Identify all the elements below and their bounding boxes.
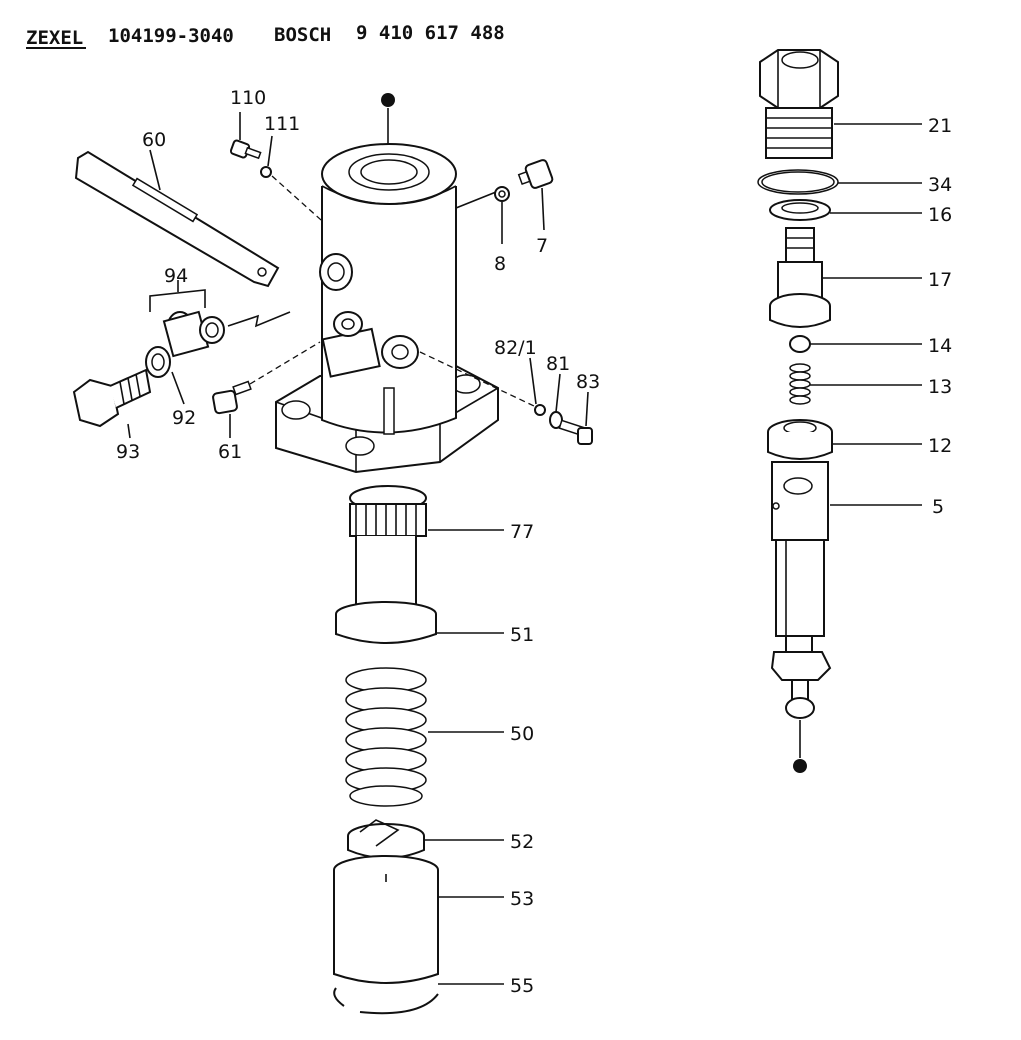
part-8-washer (494, 186, 510, 244)
label-21: 21 (928, 115, 952, 137)
label-94: 94 (164, 265, 188, 287)
part-16-gasket (769, 199, 922, 221)
part-60-lever (74, 149, 280, 288)
label-12: 12 (928, 435, 952, 457)
header-maker: ZEXEL (26, 27, 83, 49)
part-53-tappet (333, 855, 504, 984)
part-12-valve-seat (767, 419, 922, 460)
part-83-screw (419, 351, 593, 445)
label-14: 14 (928, 335, 952, 357)
part-7-screw (517, 159, 554, 231)
label-83: 83 (576, 371, 600, 393)
label-82-1: 82/1 (494, 337, 537, 359)
pump-housing (275, 143, 499, 474)
part-92-washer (145, 346, 185, 405)
label-7: 7 (536, 235, 548, 257)
label-61: 61 (218, 441, 242, 463)
label-81: 81 (546, 353, 570, 375)
label-34: 34 (928, 174, 952, 196)
bottom-alignment-dot (793, 759, 807, 773)
part-21-delivery-valve-holder (759, 49, 922, 159)
part-81-washer (549, 373, 563, 429)
label-52: 52 (510, 831, 534, 853)
part-17-delivery-valve (769, 227, 922, 328)
label-53: 53 (510, 888, 534, 910)
part-5-plunger-barrel (770, 461, 922, 719)
label-92: 92 (172, 407, 196, 429)
header-brand: BOSCH (274, 24, 331, 46)
part-111-nut (260, 135, 331, 229)
header-zexel-number: 104199-3040 (108, 25, 234, 47)
part-94-banjo-block (149, 280, 291, 358)
label-8: 8 (494, 253, 506, 275)
label-55: 55 (510, 975, 534, 997)
header-bosch-number: 9 410 617 488 (356, 22, 505, 44)
label-51: 51 (510, 624, 534, 646)
part-50-spring (345, 667, 504, 807)
part-14-valve-stop (789, 335, 922, 353)
part-110-screw (229, 112, 262, 160)
part-55-retaining-ring (333, 983, 504, 1015)
diagram-header: ZEXEL 104199-3040 BOSCH 9 410 617 488 (26, 22, 505, 49)
part-51-spring-seat (335, 601, 504, 644)
top-alignment-dot (381, 93, 395, 107)
part-93-bolt (72, 368, 152, 439)
label-17: 17 (928, 269, 952, 291)
label-111: 111 (264, 113, 300, 135)
label-16: 16 (928, 204, 952, 226)
part-77-control-sleeve (349, 485, 504, 613)
part-61-screw (212, 341, 321, 438)
part-13-valve-spring (789, 363, 922, 405)
label-77: 77 (510, 521, 534, 543)
part-34-o-ring (757, 169, 922, 195)
part-number-labels: 110 111 60 8 7 94 92 93 61 82/1 81 83 77… (116, 87, 952, 997)
part-52-lower-spring-seat (347, 819, 504, 859)
label-60: 60 (142, 129, 166, 151)
label-13: 13 (928, 376, 952, 398)
label-50: 50 (510, 723, 534, 745)
label-110: 110 (230, 87, 266, 109)
label-5: 5 (932, 496, 944, 518)
label-93: 93 (116, 441, 140, 463)
part-82-1-washer (529, 357, 546, 416)
